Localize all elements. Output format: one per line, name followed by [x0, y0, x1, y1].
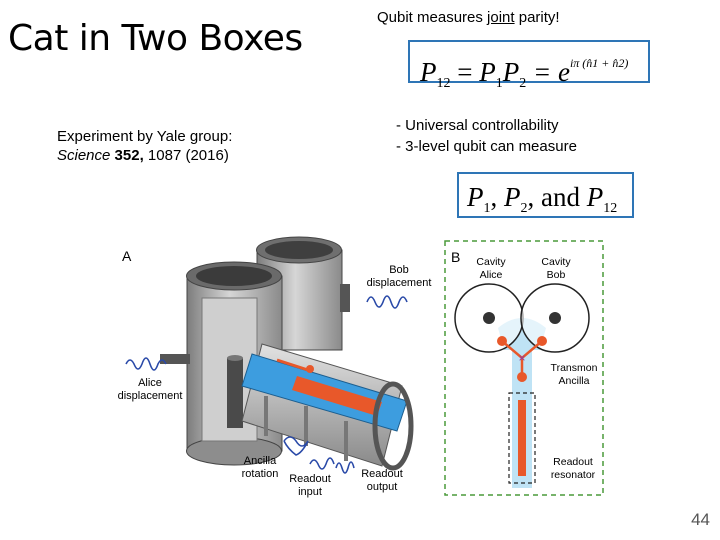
bob-port [340, 284, 350, 312]
equation-parity-box: P12 = P1P2 = eiπ (n̂1 + n̂2) [408, 40, 650, 91]
label-cavity-alice-2: Alice [480, 269, 503, 281]
eq2-a-sub: 1 [483, 201, 491, 216]
svg-text:×: × [518, 351, 525, 365]
eq1-p2-sub: 2 [519, 76, 527, 91]
headline: Qubit measures joint parity! [377, 9, 560, 26]
eq2-and: , and [527, 182, 587, 212]
label-ancilla-rot-1: Ancilla [244, 455, 277, 467]
readout-output-wave [335, 461, 355, 474]
eq2-a: P [467, 182, 484, 212]
readout-input-wave [309, 457, 335, 470]
readout-resonator-box [508, 392, 536, 484]
label-transmon-2: Ancilla [559, 375, 590, 387]
eq2-c: P [586, 182, 604, 212]
ancilla-wave-packet [283, 436, 309, 456]
label-alice-disp-1: Alice [138, 377, 162, 389]
eq1-lhs: P [420, 57, 437, 87]
credit-line-1: Experiment by Yale group: [57, 128, 233, 145]
bob-center-pin [549, 312, 561, 324]
eq1-p1: P [479, 57, 496, 87]
label-readout-res-2: resonator [551, 469, 596, 481]
credit-text: Experiment by Yale group: Science 352, 1… [57, 127, 232, 165]
device-outline [444, 240, 604, 496]
label-cavity-bob-2: Bob [547, 269, 566, 281]
panel-a-label: A [122, 248, 132, 264]
readout-pins [264, 396, 348, 461]
label-readout-out-1: Readout [361, 468, 403, 480]
eq1-lhs-sub: 12 [436, 76, 451, 91]
readout-resonator-strip [518, 400, 526, 476]
label-bob-disp-1: Bob [389, 264, 409, 276]
eq1-p2: P [502, 57, 520, 87]
bullet-item: - Universal controllability [396, 117, 559, 134]
slide-title: Cat in Two Boxes [8, 18, 303, 59]
label-readout-out-2: output [367, 481, 398, 493]
figure-b-schematic: B Cavity Alice Cavity Bob × Transmon Anc… [444, 240, 604, 496]
eq2-b-sub: 2 [520, 201, 528, 216]
transmon-ancilla: × [497, 336, 547, 382]
headline-before: Qubit measures [377, 9, 488, 26]
journal-pages: 1087 (2016) [147, 147, 229, 164]
label-ancilla-rot-2: rotation [242, 468, 279, 480]
bullet-list: - Universal controllability - 3-level qu… [396, 115, 577, 157]
eq2-sep: , [490, 182, 504, 212]
panel-b-label: B [451, 249, 460, 265]
headline-underlined: joint [487, 9, 515, 26]
alice-wave-packet [125, 357, 167, 371]
eq1-p1-sub: 1 [495, 76, 503, 91]
eq2-c-sub: 12 [603, 201, 618, 216]
journal-name: Science [57, 147, 111, 164]
label-cavity-alice-1: Cavity [476, 256, 506, 268]
figure-a-device: A Bob displacement Al [118, 236, 432, 498]
bob-wave-packet [366, 295, 408, 309]
label-readout-res-1: Readout [553, 456, 593, 468]
page-number: 44 [691, 510, 710, 529]
eq1-equals: = [450, 57, 480, 87]
journal-volume: 352, [114, 147, 144, 164]
readout-tube [241, 343, 414, 471]
label-cavity-bob-1: Cavity [541, 256, 571, 268]
eq1-exp-base: = e [526, 57, 570, 87]
eq1-exponent: iπ (n̂1 + n̂2) [569, 56, 629, 70]
label-transmon-1: Transmon [551, 362, 598, 374]
alice-center-pin [483, 312, 495, 324]
alice-port [160, 354, 190, 364]
label-readout-in-1: Readout [289, 473, 331, 485]
label-alice-disp-2: displacement [118, 390, 183, 402]
label-bob-disp-2: displacement [367, 277, 432, 289]
headline-after: parity! [514, 9, 560, 26]
label-readout-in-2: input [298, 486, 322, 498]
eq2-b: P [504, 182, 521, 212]
credit-line-2: Science 352, 1087 (2016) [57, 146, 232, 165]
equation-measure-box: P1, P2, and P12 [457, 172, 634, 218]
bullet-item: - 3-level qubit can measure [396, 138, 577, 155]
